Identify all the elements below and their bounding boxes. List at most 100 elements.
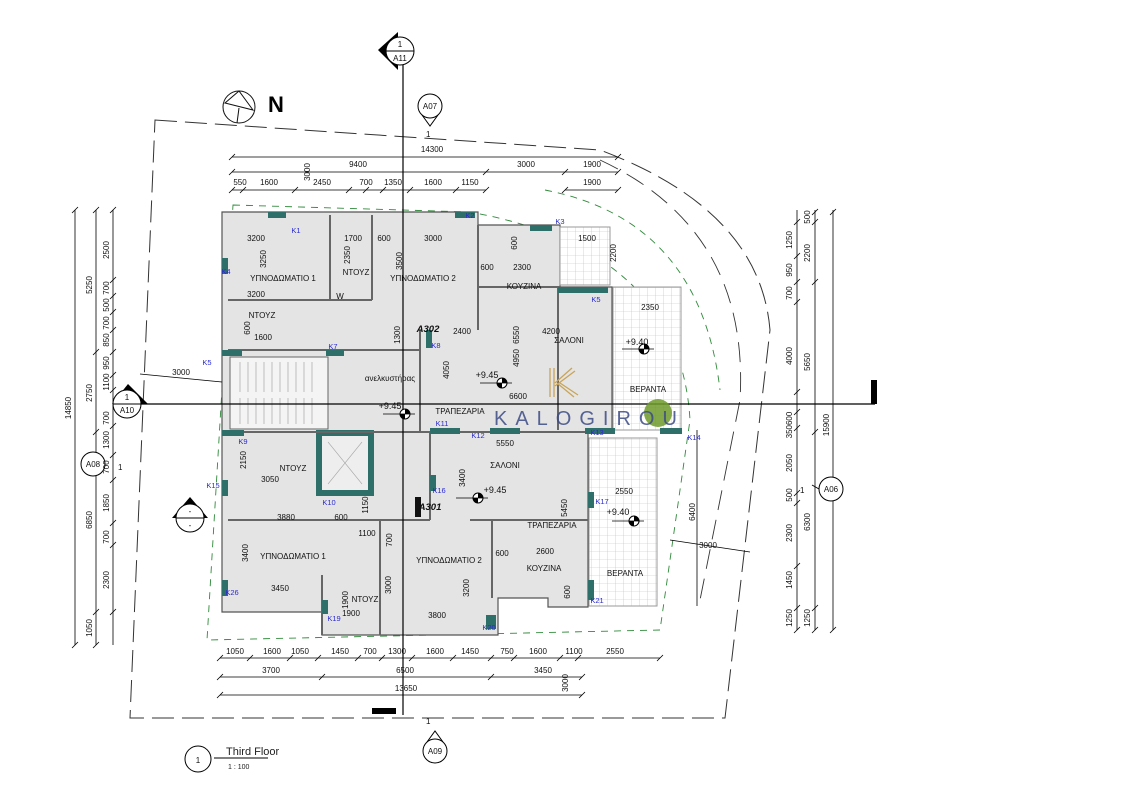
dimension-text: 2300 (102, 571, 111, 589)
dimension-text: 3200 (247, 290, 265, 299)
column-tag: K11 (436, 419, 449, 428)
dimension-text: 1450 (785, 571, 794, 589)
marker-number: 1 (118, 463, 123, 472)
dimension-text: 600 (563, 585, 572, 599)
dimension-text: 15900 (822, 413, 831, 436)
section-end-marker (372, 708, 396, 714)
column-tag: K5 (202, 358, 211, 367)
column-tag: K14 (687, 433, 700, 442)
section-marker-a11[interactable]: 1 A11 (378, 32, 415, 70)
dimension-text: 1600 (260, 178, 278, 187)
dimension-text: 700 (363, 647, 377, 656)
dimension-text: 1250 (785, 609, 794, 627)
dimension-text: 3000 (561, 674, 570, 692)
room-label: ΤΡΑΠΕΖΑΡΙΑ (527, 521, 577, 530)
marker-number: - (189, 507, 192, 516)
dimension-text: 3000 (384, 576, 393, 594)
room-label: ΝΤΟΥΖ (343, 268, 370, 277)
north-arrow-icon (222, 90, 256, 124)
marker-number: 1 (125, 393, 130, 402)
room-label: ΝΤΟΥΖ (280, 464, 307, 473)
column-tag: K10 (322, 498, 335, 507)
marker-label: A06 (824, 485, 839, 494)
dimension-text: 1600 (529, 647, 547, 656)
dimension-text: 1050 (291, 647, 309, 656)
dimension-text: 1600 (254, 333, 272, 342)
dimension-text: 1450 (461, 647, 479, 656)
level-label: +9.40 (607, 507, 630, 517)
dimension-text: 2200 (803, 244, 812, 262)
dimension-text: 2400 (453, 327, 471, 336)
dimension-text: 3200 (247, 234, 265, 243)
room-label: ΥΠΝΟΔΩΜΑΤΙΟ 2 (390, 274, 456, 283)
column-tag: K26 (225, 588, 238, 597)
room-label: ΝΤΟΥΖ (352, 595, 379, 604)
level-label: +9.45 (476, 370, 499, 380)
elevation-marker-a07[interactable]: A07 1 (417, 93, 443, 139)
dimension-text: 600 (243, 321, 252, 335)
north-label: N (268, 92, 284, 117)
dimension-text: 13650 (395, 684, 418, 693)
dimension-text: 700 (102, 281, 111, 295)
level-label: +9.40 (626, 337, 649, 347)
dimension-text: 3050 (261, 475, 279, 484)
dimension-text: 1300 (393, 326, 402, 344)
section-end-marker (871, 380, 877, 404)
column-tag: K8 (431, 341, 440, 350)
dimension-text: 4000 (785, 347, 794, 365)
dimension-text: 4950 (512, 349, 521, 367)
dimension-text: 700 (102, 411, 111, 425)
dimension-text: 1900 (341, 591, 350, 609)
dimension-text: 1900 (342, 609, 360, 618)
dimension-text: 6500 (396, 666, 414, 675)
room-label: ΥΠΝΟΔΩΜΑΤΙΟ 1 (250, 274, 316, 283)
dimension-text: 2350 (641, 303, 659, 312)
dimension-text: 3880 (277, 513, 295, 522)
level-marker-icon (383, 408, 415, 420)
dimension-text: 2350 (343, 246, 352, 264)
dimension-text: 600 (495, 549, 509, 558)
elevation-marker-a09[interactable]: A09 1 (422, 717, 448, 764)
section-marker-unnamed[interactable]: - - (172, 497, 208, 533)
level-label: +9.45 (484, 485, 507, 495)
dimension-text: 2300 (513, 263, 531, 272)
column-tag: K7 (328, 342, 337, 351)
room-label: ΥΠΝΟΔΩΜΑΤΙΟ 1 (260, 552, 326, 561)
elevation-marker-a08[interactable]: A08 1 (80, 451, 123, 477)
dimension-text: 1600 (263, 647, 281, 656)
marker-label: A07 (423, 102, 438, 111)
dimension-text: 700 (359, 178, 373, 187)
veranda-lower (588, 437, 658, 607)
kalogirou-logo-icon (549, 367, 579, 398)
dimension-text: 950 (102, 356, 111, 370)
dimension-text: 3000 (517, 160, 535, 169)
dimension-text: 600 (334, 513, 348, 522)
dimension-text: 5250 (85, 276, 94, 294)
dimension-text: 3000 (424, 234, 442, 243)
dimension-text: 3200 (462, 579, 471, 597)
section-marker-a10[interactable]: 1 A10 (112, 384, 148, 419)
dimension-text: 1150 (461, 178, 479, 187)
dimension-text: 2050 (785, 454, 794, 472)
dimension-text: 2450 (313, 178, 331, 187)
dimension-text: 3450 (271, 584, 289, 593)
dimension-text: 1150 (361, 496, 370, 514)
dimension-text: 3450 (534, 666, 552, 675)
dimension-text: 5550 (496, 439, 514, 448)
dimension-text: 1250 (803, 609, 812, 627)
dimension-text: 2300 (785, 524, 794, 542)
elevation-marker-a06[interactable]: A06 1 (800, 476, 844, 502)
column-tag: K3 (555, 217, 564, 226)
dimension-text: 1350 (384, 178, 402, 187)
room-label: ΒΕΡΑΝΤΑ (607, 569, 644, 578)
marker-label: A09 (428, 747, 443, 756)
dimension-text: 1600 (424, 178, 442, 187)
column-tag: K17 (595, 497, 608, 506)
dimension-text: 3700 (262, 666, 280, 675)
level-marker-icon (612, 515, 644, 527)
dimension-text: 3400 (458, 469, 467, 487)
view-title-text: Third Floor (226, 746, 280, 758)
dimension-text: 600 (377, 234, 391, 243)
dimension-text: 1300 (102, 431, 111, 449)
